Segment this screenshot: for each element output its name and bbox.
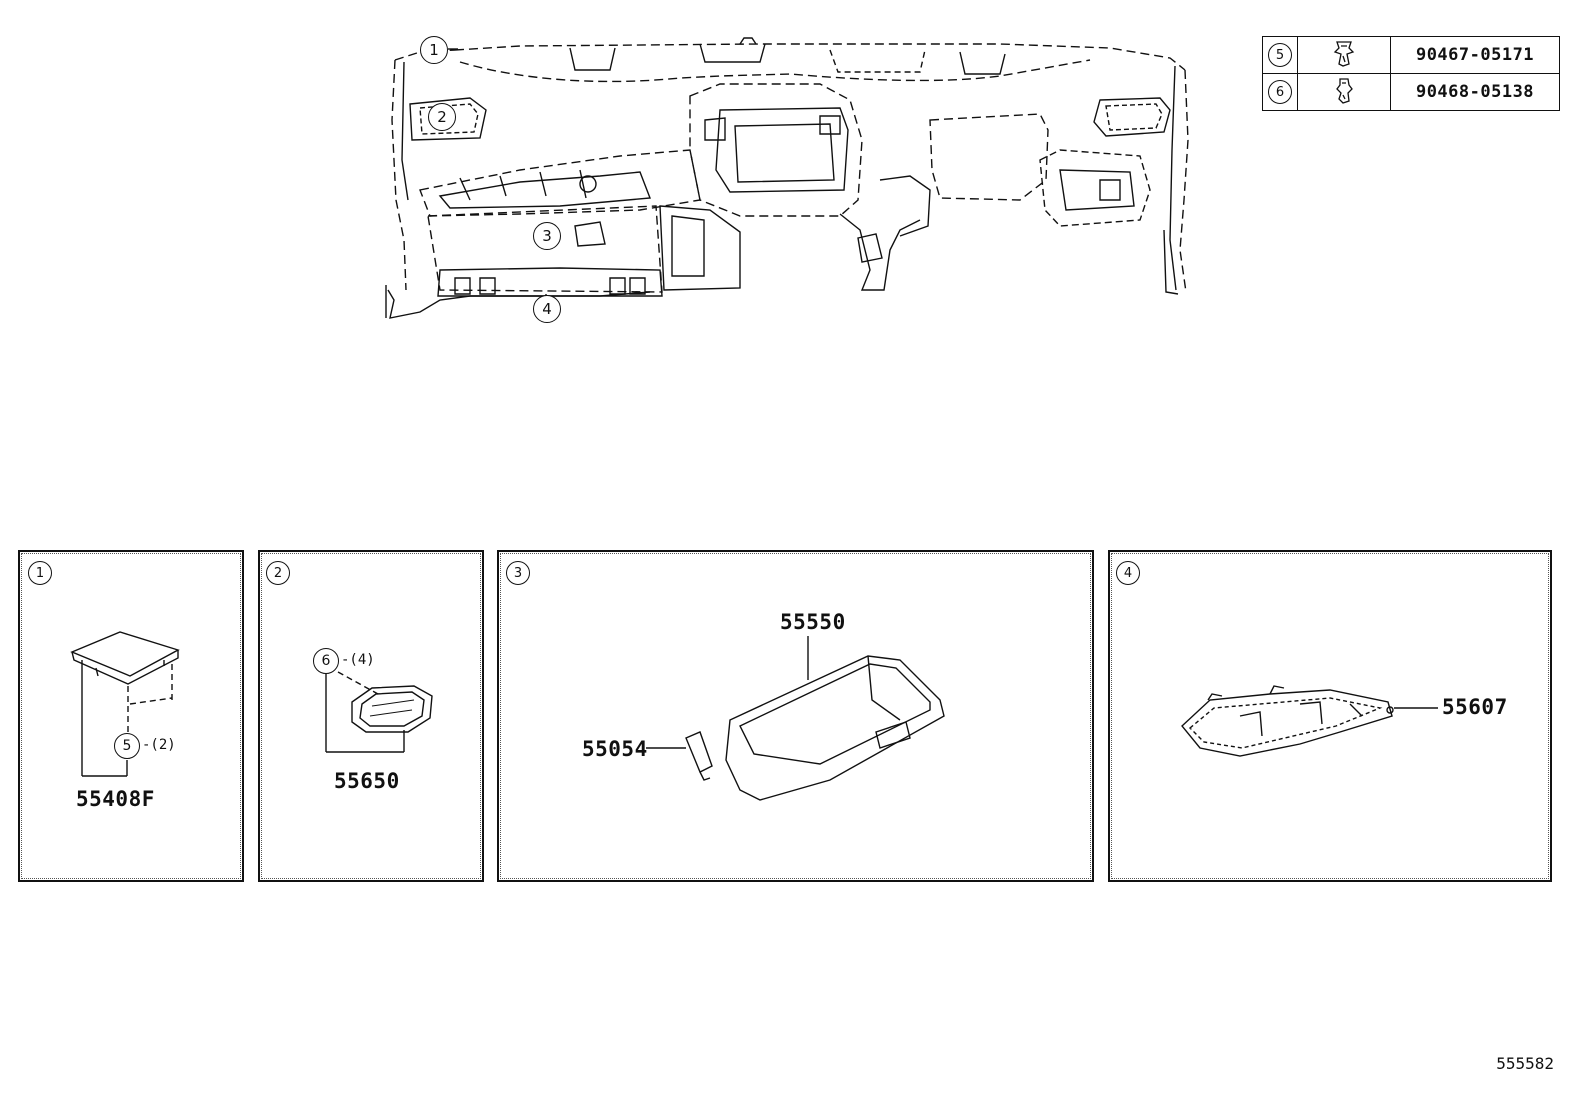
panel-2-label: 2 [266, 561, 290, 585]
clip-icon [1333, 41, 1355, 67]
glovebox-55550 [725, 655, 945, 801]
part-number-55650[interactable]: 55650 [334, 769, 400, 793]
overview-callout-4[interactable]: 4 [533, 295, 561, 323]
dash-outline-top [454, 43, 1186, 71]
legend-ref: 5 [1268, 43, 1292, 67]
clip-icon [1336, 78, 1353, 104]
panel-1-label: 1 [28, 561, 52, 585]
panel-3-label: 3 [506, 561, 530, 585]
panel-1-fastener-qty: -(2) [142, 737, 176, 753]
part-number-55550[interactable]: 55550 [780, 610, 846, 634]
panel-1-fastener-ref[interactable]: 5 [114, 733, 140, 759]
vent-55650 [351, 685, 433, 733]
fastener-legend-table: 5 90467-05171 6 90468-05138 [1262, 36, 1560, 111]
legend-part-number[interactable]: 90468-05138 [1390, 73, 1560, 111]
part-number-55607[interactable]: 55607 [1442, 695, 1508, 719]
part-number-55408F[interactable]: 55408F [76, 787, 155, 811]
center-stack [689, 83, 863, 217]
left-beam [419, 149, 701, 217]
legend-ref: 6 [1268, 80, 1292, 104]
detail-panel-4 [1108, 550, 1552, 882]
illustration-id: 555582 [1496, 1054, 1554, 1073]
legend-row: 5 90467-05171 [1262, 36, 1560, 74]
panel-2-fastener-qty: -(4) [341, 652, 375, 668]
panel-2-fastener-ref[interactable]: 6 [313, 648, 339, 674]
lower-panel [437, 267, 663, 297]
detail-panel-1 [18, 550, 244, 882]
detail-panel-2 [258, 550, 484, 882]
legend-row: 6 90468-05138 [1262, 73, 1560, 111]
detail-panel-3 [497, 550, 1094, 882]
part-number-55054[interactable]: 55054 [582, 737, 648, 761]
overview-callout-3[interactable]: 3 [533, 222, 561, 250]
damper-55054 [685, 731, 713, 773]
overview-callout-1[interactable]: 1 [420, 36, 448, 64]
left-vent [409, 97, 487, 141]
right-vent [1093, 97, 1171, 137]
overview-callout-2[interactable]: 2 [428, 103, 456, 131]
under-cover-55607 [1181, 689, 1393, 757]
panel-4-label: 4 [1116, 561, 1140, 585]
